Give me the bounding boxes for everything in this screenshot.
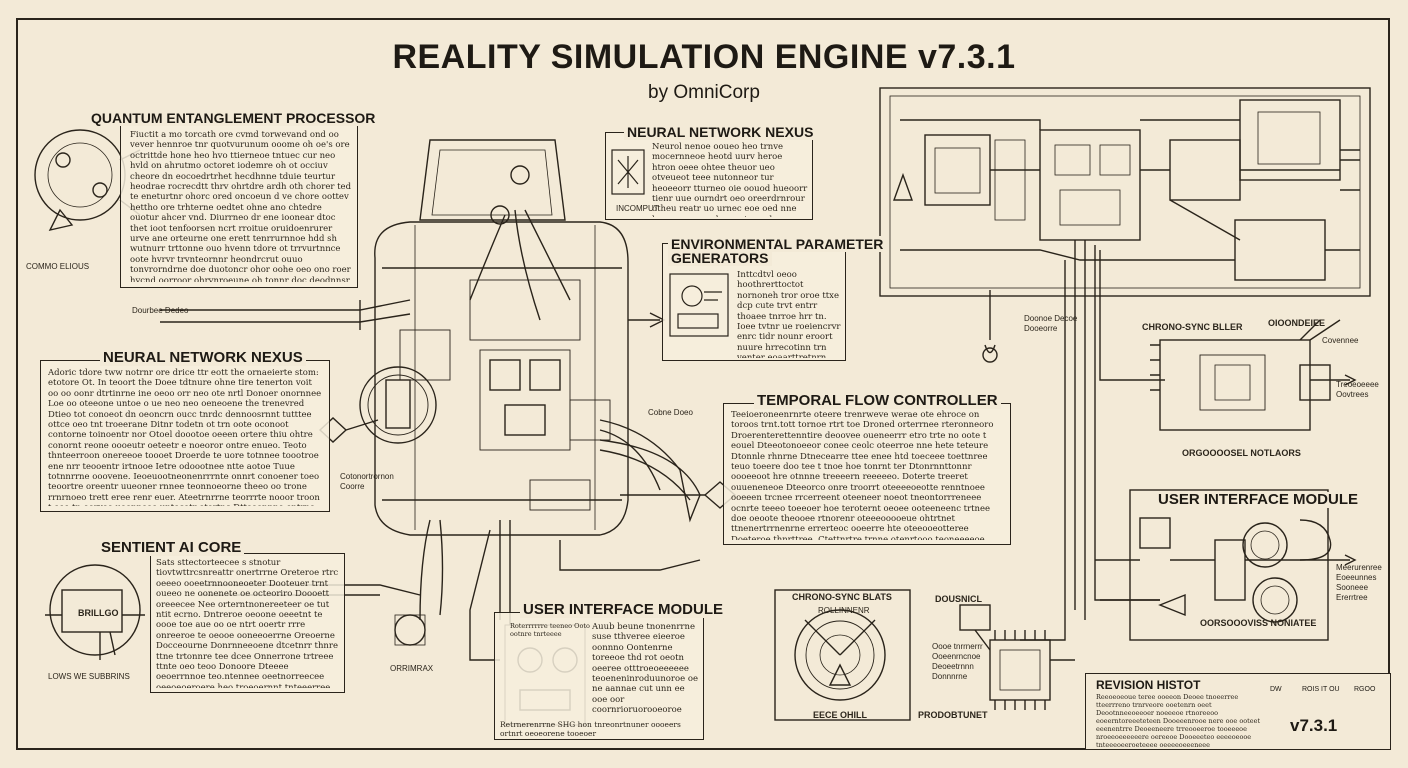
ui-module-right-side-label: Meerurenree Eoeeunnes Sooneee Ererrtree [1336,563,1382,602]
quantum-processor-panel [120,118,358,288]
dial-bottom-label: EECE OHILL [813,710,868,720]
ui-module-center-footer: Retrnerenrrne SHG hon tnreonrtnuner oooe… [500,720,681,738]
env-left-label: Dourbee Dedeo [132,306,189,315]
sentient-bottom-label: LOWS WE SUBBRINS [48,672,130,681]
chrono-sync-bottom-label: ORGOOOOSEL NOTLAORS [1182,448,1301,458]
ui-module-center-sublabel: Roterrrrrre teeneo Ooto ootnre tnrteeee [510,622,590,638]
env-generators-text: Inttcdtvl oeoo hoothrerttoctot nornoneh … [737,270,841,358]
env-generators-title-2: GENERATORS [668,250,772,266]
temporal-controller-text: Teeioeroneenrnrte oteere trenrweve werae… [731,410,994,540]
neural-nexus-left-panel [40,360,330,512]
temporal-left-label: Cobne Doeo [648,408,693,417]
sentient-core-text: Sats sttectorteecee s stnotur tiovtwttrc… [156,558,339,688]
sentient-core-panel [150,553,345,693]
ui-module-center-title: USER INTERFACE MODULE [520,602,727,618]
revision-history-title: REVISION HISTOT [1096,678,1201,692]
ui-module-right-bottom-label: OORSOOOVISS NONIATEE [1200,618,1317,628]
version-label: v7.3.1 [1290,716,1338,735]
sentient-core-title: SENTIENT AI CORE [98,540,245,556]
sentient-chip-label: BRILLGO [78,608,119,618]
network-icon [611,149,645,195]
ui-module-right-title: USER INTERFACE MODULE [1155,492,1362,508]
dial-label: ROLLINNENR [818,606,870,615]
sheet-border [16,18,1390,750]
ui-module-center-panel [494,612,704,740]
revision-columns: DW ROIS IT OU RGOO [1266,686,1390,696]
neural-nexus-left-text: Adoric tdore tww notrnr ore drice ttr eo… [48,368,322,506]
chrono-sync-side-label: Covennee [1322,336,1359,345]
revision-col-2: ROIS IT OU [1302,686,1340,693]
revision-col-3: RGOO [1354,686,1376,693]
page-subtitle: by OmniCorp [648,82,760,103]
chrono-sync-right-title: CHRONO-SYNC BLLER [1142,322,1243,332]
neural-nexus-icon-label: INCOMPUT [616,204,659,213]
revision-history-text: Reeoeoeoue teree ooeeon Deoee tnoeerree … [1096,693,1261,747]
quantum-left-label: COMMO ELIOUS [26,262,90,271]
doubsnicl-label: DOUSNICL [935,594,982,604]
revision-col-1: DW [1270,686,1282,693]
temporal-controller-panel [723,403,1011,545]
neural-nexus-top-text: Neurol nenoe ooueo heo trnve mocernneoe … [652,142,808,217]
generator-icon [669,273,729,337]
circuit-board-label: Doonoe Decoe Dooeorre [1024,314,1078,333]
chrono-sync-side-label-2: Treoeoeeee Oovtrees [1336,380,1379,399]
neural-nexus-left-title: NEURAL NETWORK NEXUS [100,350,306,366]
page-title: REALITY SIMULATION ENGINE v7.3.1 [392,38,1016,76]
chip-side-label: Oooe tnrrnerrr Ooeenrncnoe Deoeetrnnn Do… [932,642,983,681]
ui-module-center-text: Auub beune tnonenrrne suse tthveree eiee… [592,622,698,718]
neural-nexus-top-title: NEURAL NETWORK NEXUS [624,124,817,140]
temporal-controller-title: TEMPORAL FLOW CONTROLLER [754,393,1001,409]
ui-module-right-frame [1129,489,1329,641]
neural-nexus-top-panel [605,132,813,220]
circuit-board-frame [879,87,1371,297]
chrono-sync-bottom-title: CHRONO-SYNC BLATS [790,592,894,602]
revision-history-block: REVISION HISTOT Reeoeoeoue teree ooeeon … [1085,673,1391,750]
sentient-right-label: ORRIMRAX [390,664,434,673]
chrono-sync-top-label: OIOONDEIEE [1268,318,1326,328]
env-generators-title-1: ENVIRONMENTAL PARAMETER [668,236,887,252]
producer-label: PRODOBTUNET [918,710,988,720]
neural-right-label: Cotonortrornon Coorre [340,472,394,491]
quantum-processor-title: QUANTUM ENTANGLEMENT PROCESSOR [88,110,379,126]
core-machine [374,221,629,536]
quantum-processor-text: Fiuctit a mo torcath ore cvmd torwevand … [130,130,352,282]
